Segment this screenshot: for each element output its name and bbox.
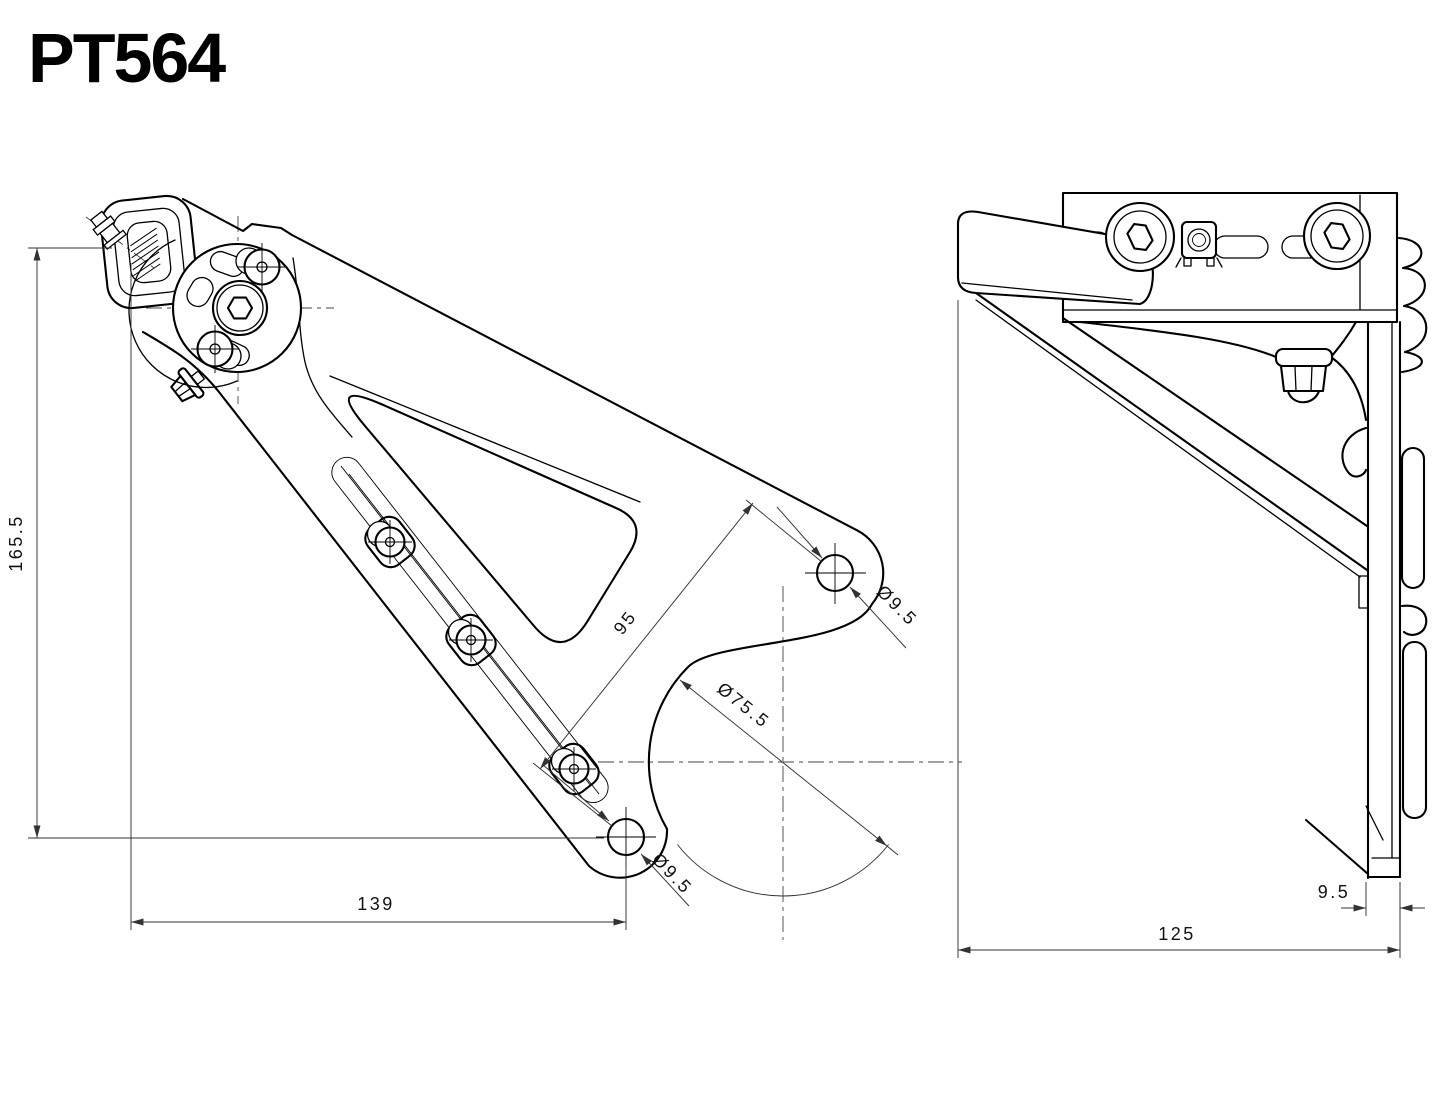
- center-socket-bolt: [211, 279, 269, 337]
- dimension-overall-width: 139: [130, 263, 627, 930]
- dim-top-hole-label: Ø9.5: [873, 581, 922, 630]
- side-tab-upper: [1400, 446, 1426, 590]
- button-bolt-upper: [235, 243, 286, 291]
- dim-bottom-hole-label: Ø9.5: [648, 849, 696, 898]
- dim-height-label: 165.5: [6, 514, 26, 572]
- clamp-bolt: [89, 210, 128, 251]
- dim-disc-diameter-label: Ø75.5: [713, 678, 774, 732]
- square-nut: [1175, 220, 1223, 268]
- dim-hole-spacing-label: 95: [610, 606, 641, 638]
- clamp-assembly: [89, 194, 206, 403]
- serration-profile: [1397, 236, 1428, 374]
- triangular-cutout: [347, 394, 638, 644]
- boss-profile-right: [1329, 320, 1368, 422]
- mount-plate: [1304, 236, 1428, 880]
- dimension-depth: 125: [957, 300, 1401, 958]
- boss-profile-left: [1078, 320, 1278, 359]
- disc-reference-arc: [677, 844, 889, 897]
- rivet-strip: [331, 456, 609, 804]
- dimension-top-hole-diameter: Ø9.5: [776, 506, 922, 649]
- clamp-arm: [956, 210, 1154, 306]
- side-view: 9.5 125: [956, 191, 1428, 958]
- dimension-plate-thickness: 9.5: [1318, 882, 1425, 916]
- diagonal-brace: [974, 291, 1369, 609]
- dimension-disc-diameter: Ø75.5: [679, 678, 899, 856]
- dim-plate-thickness-label: 9.5: [1318, 882, 1351, 902]
- pivot-boss: [128, 239, 303, 389]
- part-number-title: PT564: [28, 19, 226, 97]
- side-tab-lower: [1401, 640, 1428, 820]
- dim-depth-label: 125: [1158, 924, 1196, 944]
- dim-width-label: 139: [357, 894, 395, 914]
- rivet-2: [447, 618, 493, 662]
- profile-hook: [1341, 426, 1368, 478]
- boss-contour: [292, 257, 353, 438]
- serration-teeth: [129, 227, 161, 283]
- dimension-overall-height: 165.5: [6, 247, 604, 839]
- top-mount-hole: [805, 543, 866, 604]
- socket-bolt-left: [1104, 201, 1176, 273]
- rivet-1: [366, 520, 412, 564]
- flange-nut: [1274, 347, 1334, 404]
- clamp-flange-bolt: [170, 367, 206, 403]
- bottom-mount-hole: [596, 807, 656, 868]
- tube-chamfer-line: [329, 375, 641, 503]
- socket-bolt-right: [1302, 201, 1372, 271]
- side-hook: [1400, 604, 1428, 636]
- button-bolt-lower: [191, 325, 242, 373]
- front-view: 165.5 139 95 Ø75.5: [6, 194, 962, 940]
